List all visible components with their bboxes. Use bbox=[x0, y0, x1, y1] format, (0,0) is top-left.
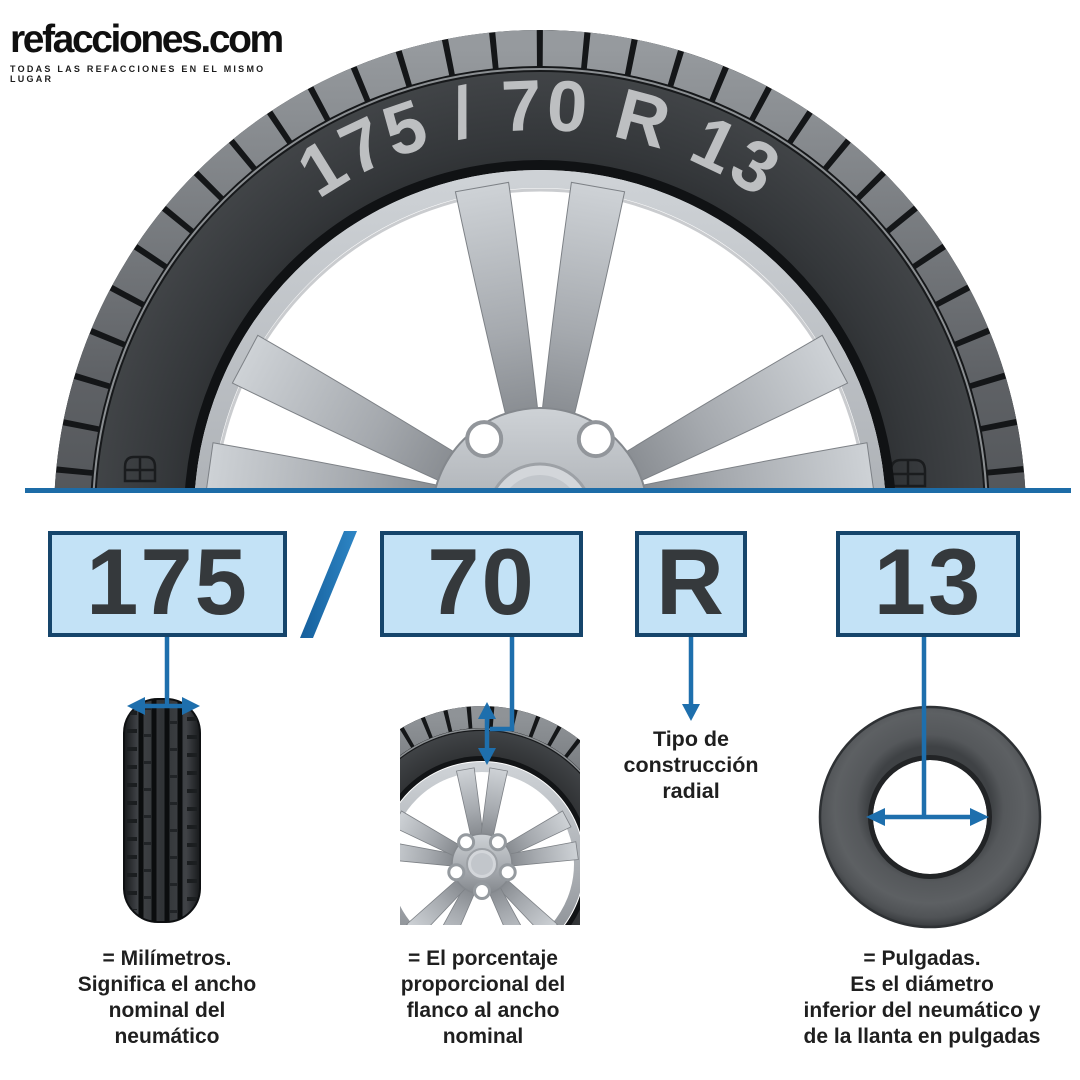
logo: refacciones.com TODAS LAS REFACCIONES EN… bbox=[10, 18, 310, 84]
code-box-aspect-ratio: 70 bbox=[380, 531, 583, 637]
code-aspect-ratio: 70 bbox=[427, 529, 536, 634]
logo-tagline: TODAS LAS REFACCIONES EN EL MISMO LUGAR bbox=[10, 63, 266, 84]
wheel-lug-holes bbox=[465, 420, 615, 459]
code-box-construction: R bbox=[635, 531, 747, 637]
rim-hole bbox=[873, 760, 987, 874]
divider-line bbox=[25, 488, 1071, 493]
rim-diameter-illustration bbox=[818, 705, 1042, 929]
description-construction: Tipo de construcción radial bbox=[623, 727, 759, 803]
description-width: = Milímetros. Significa el ancho nominal… bbox=[77, 947, 257, 1048]
code-box-diameter: 13 bbox=[836, 531, 1020, 637]
description-aspect-ratio: = El porcentaje proporcional del flanco … bbox=[400, 947, 566, 1048]
tread-width-illustration bbox=[123, 698, 201, 923]
code-diameter: 13 bbox=[873, 529, 983, 634]
sidewall-height-illustration bbox=[400, 706, 580, 925]
tire-hero-illustration: 175 / 70 R 13 bbox=[54, 30, 1026, 488]
logo-wordmark: refacciones.com bbox=[10, 18, 284, 61]
description-diameter: = Pulgadas. Es el diámetro inferior del … bbox=[803, 947, 1041, 1048]
wheel-rim bbox=[195, 170, 885, 488]
wheel-spokes bbox=[204, 181, 876, 488]
slash-separator: / bbox=[300, 531, 357, 638]
code-box-width: 175 bbox=[48, 531, 287, 637]
code-width: 175 bbox=[86, 529, 249, 634]
sidewall-marking-icon bbox=[123, 455, 157, 483]
code-construction: R bbox=[656, 529, 726, 634]
tire-shoulder-highlight bbox=[92, 68, 988, 488]
slash-shape bbox=[300, 531, 357, 638]
construction-arrow-down bbox=[682, 704, 700, 721]
